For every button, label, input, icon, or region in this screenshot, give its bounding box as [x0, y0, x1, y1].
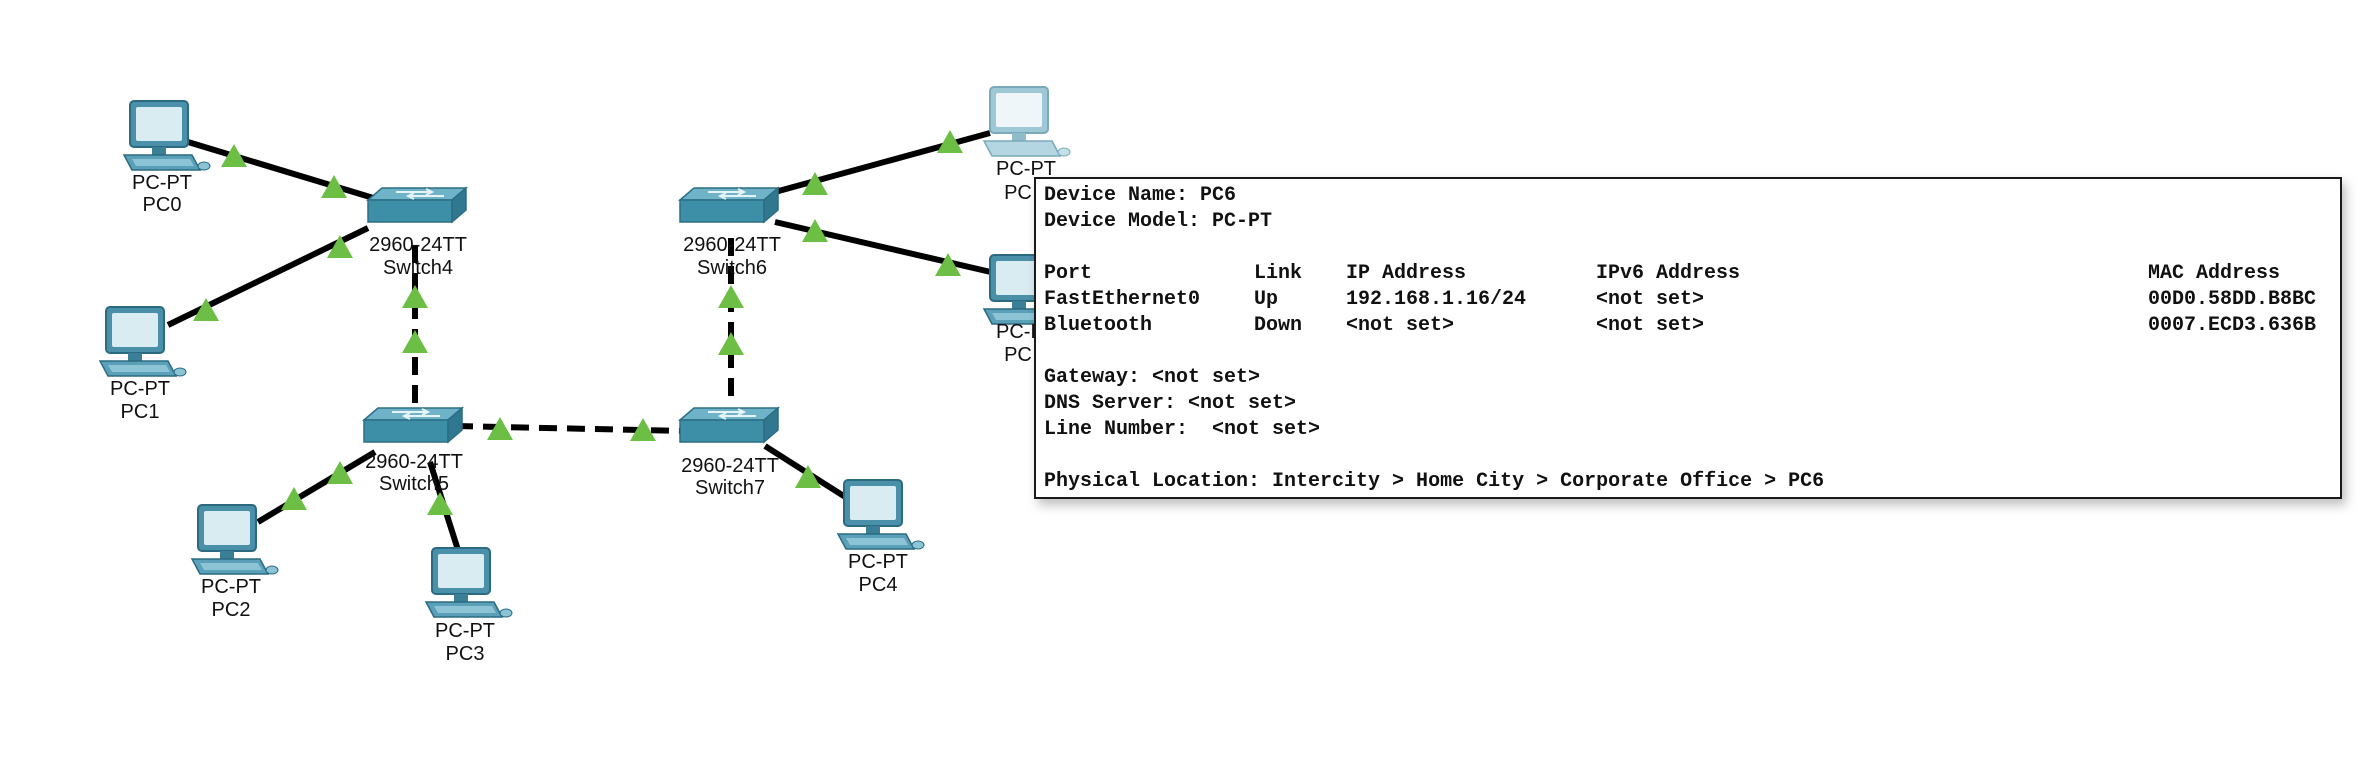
switch-icon [679, 187, 779, 223]
device-switch6[interactable]: 2960-24TT Switch6 [679, 187, 781, 279]
link-pc2-switch5[interactable] [256, 449, 377, 525]
device-model-label: 2960-24TT [683, 234, 781, 256]
device-pc5[interactable]: PC-PT PC [983, 86, 1071, 204]
device-pc4[interactable]: PC-PT PC4 [837, 479, 925, 596]
link-switch6-pc6[interactable] [774, 219, 996, 276]
tooltip-device-model: Device Model: PC-PT [1044, 210, 1273, 233]
row-ip: 192.168.1.16/24 [1346, 288, 1527, 311]
device-switch7[interactable]: 2960-24TT Switch7 [679, 407, 779, 499]
device-name-label: Switch5 [379, 473, 449, 495]
device-name-label: PC1 [121, 401, 160, 423]
device-name-label: PC0 [143, 194, 182, 216]
device-model-label: PC-PT [848, 551, 908, 573]
tooltip-dns-server: DNS Server: <not set> [1044, 392, 1297, 415]
row-link: Up [1254, 288, 1279, 311]
header-ip-address: IP Address [1346, 262, 1467, 285]
row-ip: <not set> [1346, 314, 1455, 337]
device-model-label: 2960-24TT [365, 451, 463, 473]
row-mac: 0007.ECD3.636B [2148, 314, 2317, 337]
header-port: Port [1044, 262, 1093, 285]
device-pc2[interactable]: PC-PT PC2 [191, 504, 279, 621]
row-port: FastEthernet0 [1044, 288, 1201, 311]
pc-icon [837, 479, 925, 550]
device-name-label: PC [1004, 344, 1032, 366]
switch-icon [367, 187, 467, 223]
device-info-tooltip: Device Name: PC6 Device Model: PC-PT Por… [1034, 177, 2342, 499]
tooltip-physical-location: Physical Location: Intercity > Home City… [1044, 470, 1825, 493]
header-link: Link [1254, 262, 1303, 285]
device-model-label: PC-PT [201, 576, 261, 598]
device-switch4[interactable]: 2960-24TT Switch4 [367, 187, 467, 279]
device-model-label: PC-PT [435, 620, 495, 642]
pc-icon [983, 86, 1071, 157]
header-ipv6-address: IPv6 Address [1596, 262, 1741, 285]
tooltip-gateway: Gateway: <not set> [1044, 366, 1261, 389]
device-model-label: 2960-24TT [681, 455, 779, 477]
device-pc3[interactable]: PC-PT PC3 [425, 547, 513, 665]
tooltip-device-name: Device Name: PC6 [1044, 184, 1237, 207]
device-model-label: 2960-24TT [369, 234, 467, 256]
device-pc0[interactable]: PC-PT PC0 [123, 100, 211, 216]
device-name-label: Switch6 [697, 257, 767, 279]
device-name-label: PC3 [446, 643, 485, 665]
link-status-indicators [193, 130, 963, 515]
pc-icon [99, 306, 187, 377]
switch-icon [363, 407, 463, 443]
tooltip-line-number: Line Number: <not set> [1044, 418, 1321, 441]
device-name-label: PC2 [212, 599, 251, 621]
row-mac: 00D0.58DD.B8BC [2148, 288, 2317, 311]
device-name-label: Switch4 [383, 257, 453, 279]
row-ipv6: <not set> [1596, 288, 1705, 311]
pc-icon [425, 547, 513, 618]
device-name-label: PC4 [859, 574, 898, 596]
row-link: Down [1254, 314, 1303, 337]
device-pc1[interactable]: PC-PT PC1 [99, 306, 187, 423]
link-pc0-switch4[interactable] [187, 139, 381, 203]
device-name-label: Switch7 [695, 477, 765, 499]
row-ipv6: <not set> [1596, 314, 1705, 337]
device-model-label: PC-PT [132, 172, 192, 194]
row-port: Bluetooth [1044, 314, 1153, 337]
device-model-label: PC-PT [110, 378, 170, 400]
pc-icon [123, 100, 211, 171]
link-switch6-pc5[interactable] [774, 130, 991, 195]
switch-icon [679, 407, 779, 443]
device-switch5[interactable]: 2960-24TT Switch5 [363, 407, 463, 495]
header-mac-address: MAC Address [2148, 262, 2281, 285]
link-switch5-switch7[interactable] [454, 423, 686, 434]
device-name-label: PC [1004, 182, 1032, 204]
device-model-label: PC-PT [996, 158, 1056, 180]
